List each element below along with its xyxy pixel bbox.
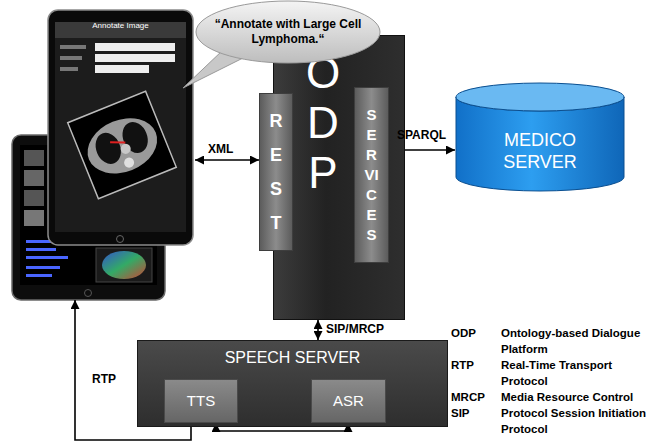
abbreviation: RTP [451,357,497,389]
engine-box: TTS [164,379,238,423]
ct-lung [118,118,152,157]
connector-label: XML [208,142,233,156]
ct-lung [91,129,125,168]
connector-line [195,159,259,161]
connector-label: SPARQL [397,128,446,142]
tablet-screen [55,22,186,232]
front-tablet [48,10,193,245]
node-text: “Annotate with Large Cell Lymphoma.“ [203,17,373,47]
ct-frame [68,91,177,198]
cylinder-top [456,83,624,111]
form-field [95,54,175,62]
thumbnail [24,210,44,226]
interface-bar: REST [259,93,293,251]
abbreviation-meaning: Media Resource Control [501,389,648,405]
node-text: REST [267,104,285,240]
node-text: ODP [301,48,345,198]
abbreviation-meaning: Ontology-based Dialogue Platform [501,325,648,357]
3d-render [102,251,146,279]
node-text: MEDICO SERVER [485,129,595,173]
form-label [60,67,78,71]
tablet-device: Annotate Image [12,8,195,300]
node-text: SERVICES [364,105,379,245]
node-text: ASR [333,392,364,410]
platform-box: ODPRESTSERVICES [273,35,405,320]
bubble-ellipse [196,1,380,63]
thumbnail [24,150,44,166]
info-line [26,256,68,259]
thumbnail [24,170,44,186]
info-line [26,248,56,251]
abbreviation-list: ODPOntology-based Dialogue PlatformRTPRe… [451,325,648,437]
database-cylinder: MEDICO SERVER [455,82,625,192]
abbreviation-meaning: Protocol Session Initiation Protocol [501,405,648,437]
form-label [60,45,86,49]
form-label [60,56,82,60]
ct-heart [119,142,132,155]
info-line [26,274,52,277]
interface-bar: SERVICES [354,87,389,263]
ct-body [79,108,165,183]
speech-bubble: “Annotate with Large Cell Lymphoma.“ [195,0,381,64]
engine-box: ASR [311,379,386,423]
annotation-mark [110,137,125,148]
home-button [117,236,124,243]
connector-label: SIP/MRCP [326,322,384,336]
node-text: Annotate Image [55,20,186,32]
info-line [26,266,60,269]
abbreviation: ODP [451,325,497,357]
connector-line [317,320,319,340]
abbreviation-meaning: Real-Time Transport Protocol [501,357,648,389]
thumbnail [24,190,44,206]
ct-image [68,91,177,198]
node-text: TTS [187,392,215,410]
home-button [85,290,92,297]
abbreviation: SIP [451,405,497,437]
connector-label: RTP [92,372,116,386]
form-field [95,65,149,73]
form-field [95,43,175,51]
abbreviation: MRCP [451,389,497,405]
ct-spine [123,156,136,169]
render-frame [96,248,152,282]
tablet-body [48,10,193,245]
server-box: SPEECH SERVERTTSASR [137,340,448,427]
